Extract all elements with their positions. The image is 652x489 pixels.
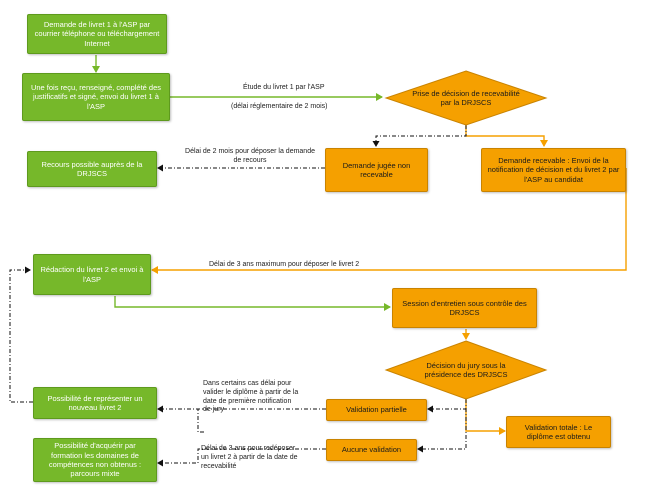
node-envoi-livret1: Une fois reçu, renseigné, complété des j… bbox=[22, 73, 170, 121]
decision-jury-diamond bbox=[384, 340, 548, 400]
node-validation-totale: Validation totale : Le diplôme est obten… bbox=[506, 416, 611, 448]
node-redaction-livret2: Rédaction du livret 2 et envoi à l'ASP bbox=[33, 254, 151, 295]
node-representer-livret2: Possibilité de représenter un nouveau li… bbox=[33, 387, 157, 419]
node-recevable: Demande recevable : Envoi de la notifica… bbox=[481, 148, 626, 192]
node-aucune-validation: Aucune validation bbox=[326, 439, 417, 461]
edge-label-delai-aucune: Délai de 3 ans pour redéposer un livret … bbox=[201, 445, 298, 470]
edge-label-delai-3ans-max: Délai de 3 ans maximum pour déposer le l… bbox=[209, 261, 360, 268]
node-parcours-mixte: Possibilité d'acquérir par formation les… bbox=[33, 438, 157, 482]
edge-decision-to-non-recevable bbox=[372, 125, 467, 147]
edge-partielle-to-parcours bbox=[197, 408, 326, 433]
edge-aucune-to-parcours bbox=[157, 448, 326, 467]
edge-jury-to-partielle bbox=[427, 399, 467, 413]
decision-recevabilite-diamond bbox=[384, 70, 548, 126]
decision-recevabilite-label: Prise de décision de recevabilité par la… bbox=[412, 88, 520, 107]
node-non-recevable: Demande jugée non recevable bbox=[325, 148, 428, 192]
node-recours: Recours possible auprès de la DRJSCS bbox=[27, 151, 157, 187]
edge-representer-to-redaction bbox=[9, 266, 33, 403]
edge-label-etude: Étude du livret 1 par l'ASP bbox=[243, 84, 325, 91]
decision-jury-label: Décision du jury sous la présidence des … bbox=[424, 360, 508, 379]
edge-label-delai-reglementaire: (délai réglementaire de 2 mois) bbox=[231, 103, 328, 110]
edge-decision-to-recevable bbox=[465, 125, 548, 147]
node-session-entretien: Session d'entretien sous contrôle des DR… bbox=[392, 288, 537, 328]
edge-label-delai-recours: Délai de 2 mois pour déposer la demande … bbox=[185, 148, 315, 164]
node-validation-partielle: Validation partielle bbox=[326, 399, 427, 421]
edge-jury-to-totale bbox=[465, 399, 506, 435]
edge-recevable-to-redaction bbox=[151, 168, 627, 274]
edge-redaction-to-session bbox=[114, 296, 391, 311]
edge-jury-to-aucune bbox=[417, 399, 467, 453]
node-demande-livret1: Demande de livret 1 à l'ASP par courrier… bbox=[27, 14, 167, 54]
edge-label-delai-partielle: Dans certains cas délai pour valider le … bbox=[203, 380, 299, 414]
